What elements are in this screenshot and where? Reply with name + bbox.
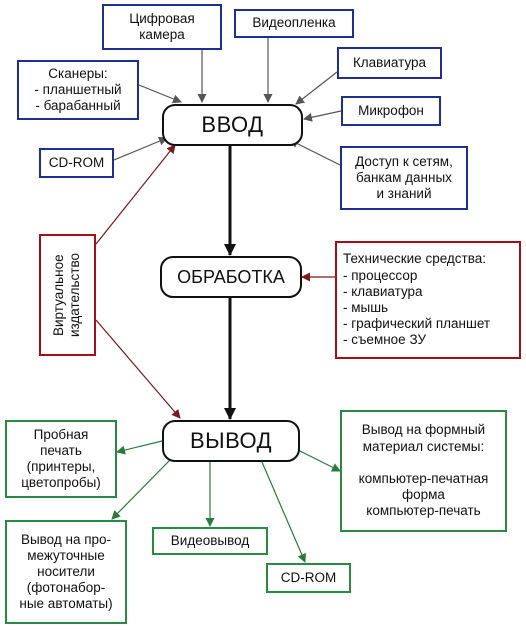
videotape-box: Видеопленка <box>234 9 354 38</box>
scanners-label: Сканеры: - планшетный - барабанный <box>34 65 122 114</box>
edge-keyboard-input <box>295 71 338 105</box>
processing-node-label: ОБРАБОТКА <box>177 266 285 287</box>
input-node: ВВОД <box>162 104 303 146</box>
edge-scanners-input <box>138 84 182 104</box>
hardware-item-tablet: - графический планшет <box>343 316 491 332</box>
network-access-box: Доступ к сетям, банкам данных и знаний <box>340 146 468 210</box>
microphone-label: Микрофон <box>358 102 424 118</box>
edge-virtual-output <box>95 319 181 419</box>
virtual-publishing-label: Виртуальное издательство <box>51 253 83 337</box>
hardware-title: Технические средства: <box>343 251 487 267</box>
virtual-publishing-box: Виртуальное издательство <box>39 234 96 356</box>
cdrom-input-label: CD-ROM <box>48 154 105 170</box>
cdrom-output-label: CD-ROM <box>280 569 337 585</box>
video-output-box: Видеовывод <box>152 527 268 555</box>
hardware-item-processor: - процессор <box>343 267 418 283</box>
intermediate-media-box: Вывод на про- межуточные носители (фотон… <box>5 520 127 624</box>
hardware-box: Технические средства: - процессор - клав… <box>335 241 521 359</box>
edge-microphone-input <box>303 110 342 122</box>
camera-label: Цифровая камера <box>129 10 195 42</box>
proof-print-label: Пробная печать (принтеры, цветопробы) <box>21 426 101 491</box>
camera-box: Цифровая камера <box>102 4 222 50</box>
edge-virtual-input <box>95 144 176 245</box>
processing-node: ОБРАБОТКА <box>160 256 302 298</box>
input-node-label: ВВОД <box>201 112 264 137</box>
network-access-label: Доступ к сетям, банкам данных и знаний <box>355 153 453 202</box>
microphone-box: Микрофон <box>341 96 441 126</box>
cdrom-output-box: CD-ROM <box>266 563 351 593</box>
hardware-item-keyboard: - клавиатура <box>343 283 423 299</box>
keyboard-label: Клавиатура <box>352 54 427 70</box>
output-node: ВЫВОД <box>162 420 300 462</box>
hardware-item-removable-storage: - съемное ЗУ <box>343 332 427 348</box>
cdrom-input-box: CD-ROM <box>39 148 114 178</box>
form-material-box: Вывод на формный материал системы: компь… <box>340 410 507 532</box>
edge-output-form <box>297 449 341 472</box>
hardware-item-mouse: - мышь <box>343 300 389 315</box>
edge-cdrom-input <box>113 136 168 161</box>
videotape-label: Видеопленка <box>252 15 336 31</box>
scanners-box: Сканеры: - планшетный - барабанный <box>17 60 139 120</box>
proof-print-box: Пробная печать (принтеры, цветопробы) <box>5 420 117 498</box>
edge-output-intermediate <box>111 457 173 520</box>
video-output-label: Видеовывод <box>170 532 250 548</box>
edge-output-cdrom <box>261 461 306 563</box>
intermediate-media-label: Вывод на про- межуточные носители (фотон… <box>19 531 113 612</box>
output-node-label: ВЫВОД <box>189 428 273 453</box>
edge-network-input <box>289 139 341 166</box>
form-material-label: Вывод на формный материал системы: компь… <box>358 422 489 519</box>
edge-output-proof <box>116 440 163 455</box>
keyboard-box: Клавиатура <box>337 47 442 79</box>
